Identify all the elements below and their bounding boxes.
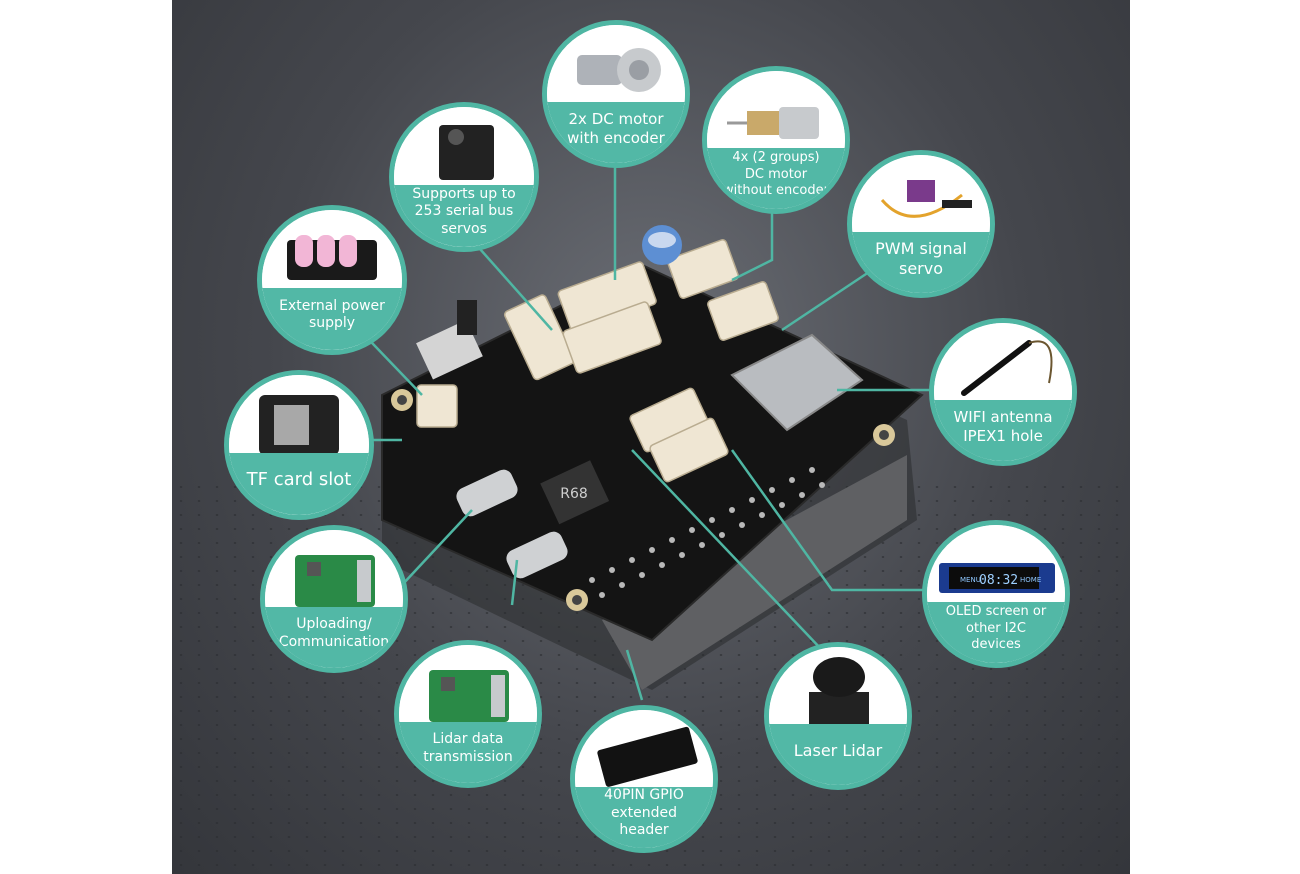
callout-label: WIFI antenna IPEX1 hole <box>934 400 1072 461</box>
callout-label: OLED screen or other I2C devices <box>927 602 1065 663</box>
callout-label: 4x (2 groups) DC motor without encoder <box>707 148 845 209</box>
callout-dc-motor-no-encoder: 4x (2 groups) DC motor without encoder <box>702 66 850 214</box>
oled-screen-icon: MENU 08:32 HOME <box>927 525 1065 606</box>
callout-serial-servo: Supports up to 253 serial bus servos <box>389 102 539 252</box>
callout-external-power: External power supply <box>257 205 407 355</box>
board-illustration: R68 <box>349 160 932 701</box>
gear-motor-icon <box>707 71 845 152</box>
oled-right: HOME <box>1020 576 1041 584</box>
callout-label: 2x DC motor with encoder <box>547 102 685 163</box>
callout-label: Laser Lidar <box>769 724 907 785</box>
oled-clock: 08:32 <box>979 573 1018 588</box>
callout-laser-lidar: Laser Lidar <box>764 642 912 790</box>
callout-label: Uploading/ Communication <box>265 607 403 668</box>
product-stage: R68 TF card slot External power supply <box>172 0 1130 874</box>
raspberry-pi-icon <box>265 530 403 611</box>
callout-wifi-antenna: WIFI antenna IPEX1 hole <box>929 318 1077 466</box>
battery-pack-icon <box>262 210 402 292</box>
gpio-pins <box>589 467 825 598</box>
callout-lidar-data: Lidar data transmission <box>394 640 542 788</box>
callout-label: 40PIN GPIO extended header <box>575 787 713 848</box>
pwm-servo-icon <box>852 155 990 236</box>
callout-label: PWM signal servo <box>852 232 990 293</box>
raspberry-pi-icon <box>399 645 537 726</box>
callout-gpio-header: 40PIN GPIO extended header <box>570 705 718 853</box>
callout-label: Lidar data transmission <box>399 722 537 783</box>
inductor-mark: R68 <box>560 486 588 502</box>
callout-uploading: Uploading/ Communication <box>260 525 408 673</box>
gpio-header-icon <box>575 710 713 791</box>
lidar-icon <box>769 647 907 730</box>
wifi-module <box>730 333 864 432</box>
callout-label: TF card slot <box>229 453 369 515</box>
antenna-icon <box>934 323 1072 404</box>
callout-dc-motor-encoder: 2x DC motor with encoder <box>542 20 690 168</box>
callout-oled: MENU 08:32 HOME OLED screen or other I2C… <box>922 520 1070 668</box>
callout-pwm-servo: PWM signal servo <box>847 150 995 298</box>
dc-motor-icon <box>547 25 685 106</box>
serial-servo-icon <box>394 107 534 189</box>
tf-card-reader-icon <box>229 375 369 457</box>
callout-label: Supports up to 253 serial bus servos <box>394 185 534 247</box>
callout-label: External power supply <box>262 288 402 350</box>
callout-tf-card: TF card slot <box>224 370 374 520</box>
connectors <box>416 239 779 483</box>
oled-left: MENU <box>960 576 981 584</box>
